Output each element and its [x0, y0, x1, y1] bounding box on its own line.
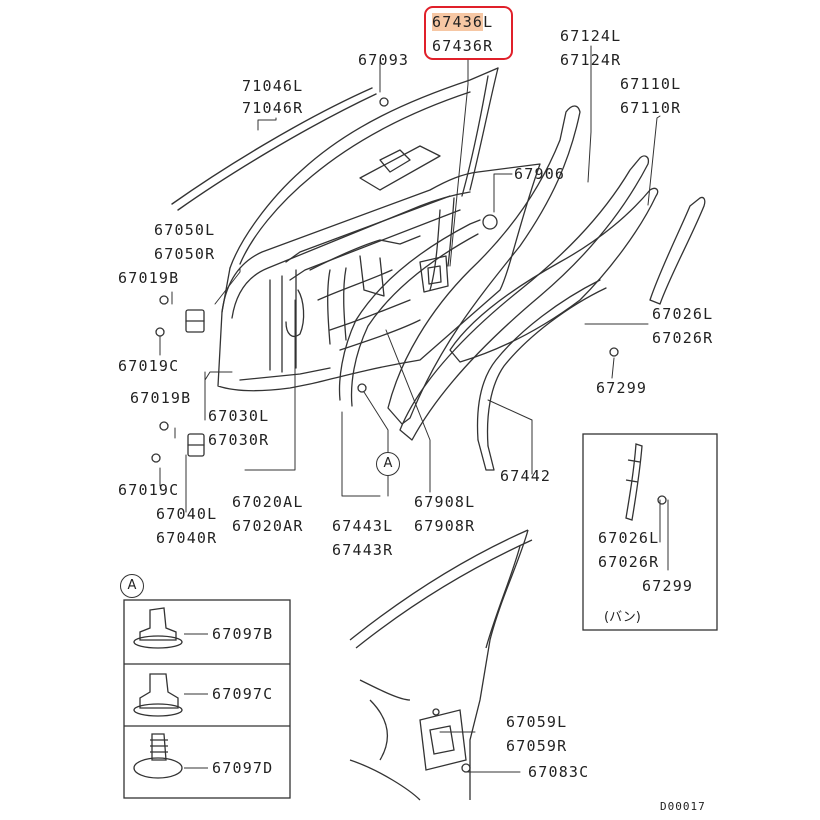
part-67040R-label: 67040R	[156, 529, 218, 547]
van-part-67026L-label: 67026L	[598, 529, 660, 547]
upper-hinge	[185, 309, 205, 333]
part-67436-highlight: 67436	[432, 13, 484, 31]
part-67050R-label: 67050R	[154, 245, 216, 263]
part-67059R-label: 67059R	[506, 737, 568, 755]
callout-a-detail: A	[120, 574, 144, 598]
part-67436R-label: 67436R	[432, 37, 494, 55]
part-67030R-label: 67030R	[208, 431, 270, 449]
part-67124L-label: 67124L	[560, 27, 622, 45]
weatherstrip-67908	[338, 219, 481, 407]
part-67908L-label: 67908L	[414, 493, 476, 511]
glass-run-67110	[399, 155, 650, 441]
belt-moulding-71046	[171, 87, 377, 211]
van-part-67026R-label: 67026R	[598, 553, 660, 571]
part-67299-label: 67299	[596, 379, 648, 397]
part-67059L-label: 67059L	[506, 713, 568, 731]
part-67026R-label: 67026R	[652, 329, 714, 347]
part-67020AR-label: 67020AR	[232, 517, 304, 535]
part-67093-label: 67093	[358, 51, 410, 69]
door-glass	[449, 187, 659, 363]
weatherstrip-67124	[387, 105, 581, 425]
door-panel	[217, 163, 541, 392]
part-67097D-label: 67097D	[212, 759, 274, 777]
part-67019B-label-lower: 67019B	[130, 389, 192, 407]
part-67030L-label: 67030L	[208, 407, 270, 425]
part-67019C-label-lower: 67019C	[118, 481, 180, 499]
part-67906-label: 67906	[514, 165, 566, 183]
van-detail-box	[582, 433, 718, 631]
rear-channel-67026	[649, 196, 706, 305]
part-71046R-label: 71046R	[242, 99, 304, 117]
part-67908R-label: 67908R	[414, 517, 476, 535]
part-67443R-label: 67443R	[332, 541, 394, 559]
part-67026L-label: 67026L	[652, 305, 714, 323]
part-67110L-label: 67110L	[620, 75, 682, 93]
latch-detail-view	[349, 529, 533, 801]
part-67436L-suffix: L	[483, 13, 494, 31]
part-67019C-label-upper: 67019C	[118, 357, 180, 375]
door-frame	[221, 67, 499, 313]
van-part-67299-label: 67299	[642, 577, 694, 595]
part-67443L-label: 67443L	[332, 517, 394, 535]
part-67436L-label: 67436L	[432, 13, 494, 31]
van-note: (バン)	[604, 610, 641, 625]
diagram-code: D00017	[660, 800, 706, 813]
clip-detail-box	[123, 599, 291, 799]
part-67019B-label-upper: 67019B	[118, 269, 180, 287]
window-regulator	[285, 145, 455, 345]
part-67097B-label: 67097B	[212, 625, 274, 643]
highlight-box	[424, 6, 513, 60]
part-67124R-label: 67124R	[560, 51, 622, 69]
part-67083C-label: 67083C	[528, 763, 590, 781]
bolts	[151, 97, 667, 505]
part-67020AL-label: 67020AL	[232, 493, 304, 511]
part-67050L-label: 67050L	[154, 221, 216, 239]
part-67110R-label: 67110R	[620, 99, 682, 117]
part-71046L-label: 71046L	[242, 77, 304, 95]
lower-hinge	[187, 433, 205, 457]
part-67097C-label: 67097C	[212, 685, 274, 703]
opening-trim-67442	[476, 279, 607, 447]
part-67442-label: 67442	[500, 467, 552, 485]
callout-a-main: A	[376, 452, 400, 476]
part-67040L-label: 67040L	[156, 505, 218, 523]
